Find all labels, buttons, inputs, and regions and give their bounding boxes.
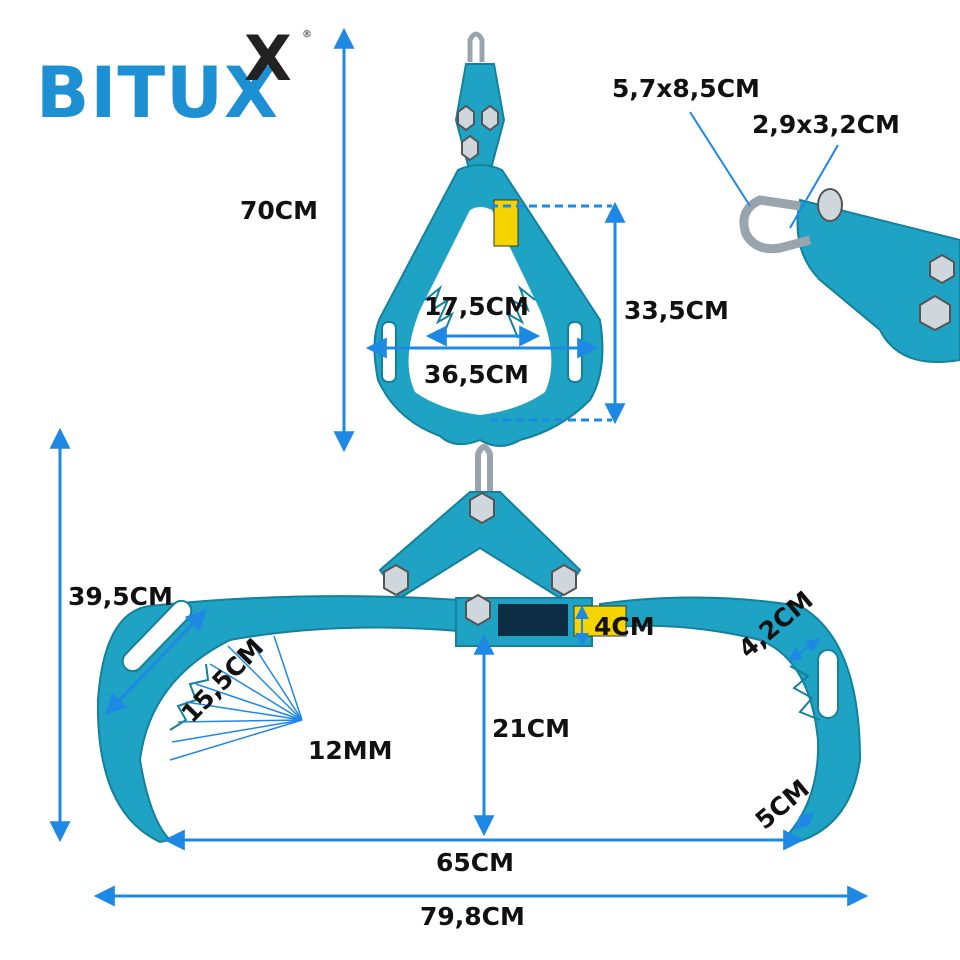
label-total-width: 79,8CM [420, 902, 525, 931]
bolt-icon [383, 491, 577, 627]
dim-line-arm-width [787, 638, 821, 662]
shackle-detail [739, 188, 960, 363]
label-open-span: 65CM [436, 848, 515, 877]
brand-name: BITUX [36, 52, 279, 134]
label-shackle-inner: 2,9x3,2CM [752, 110, 900, 139]
dim-line-handle-slot [105, 608, 207, 716]
dim-line-tip-width [793, 812, 815, 830]
bolt-icon [457, 104, 499, 162]
teeth-fan-lines [169, 635, 303, 761]
label-total-height: 70CM [240, 196, 319, 225]
closed-tongs [373, 31, 604, 447]
registered-mark: ® [302, 29, 312, 40]
label-open-height: 39,5CM [68, 582, 173, 611]
lifting-eye-icon [467, 31, 485, 62]
leader-shackle-inner [789, 144, 839, 229]
label-jaw-opening: 17,5CM [424, 292, 529, 321]
leader-shackle-outer [689, 111, 751, 207]
label-jaw-height: 33,5CM [624, 296, 729, 325]
lifting-eye-icon [475, 444, 493, 498]
label-bar-width: 4CM [594, 612, 655, 641]
shackle-icon [739, 188, 843, 254]
label-shackle-outer: 5,7x8,5CM [612, 74, 760, 103]
label-jaw-width: 36,5CM [424, 360, 529, 389]
label-teeth: 12MM [308, 736, 393, 765]
label-arm-depth: 21CM [492, 714, 571, 743]
brand-accent-letter: X [244, 22, 292, 95]
dimension-lines [49, 27, 869, 907]
brand-logo: BITUX X ® [36, 28, 312, 129]
